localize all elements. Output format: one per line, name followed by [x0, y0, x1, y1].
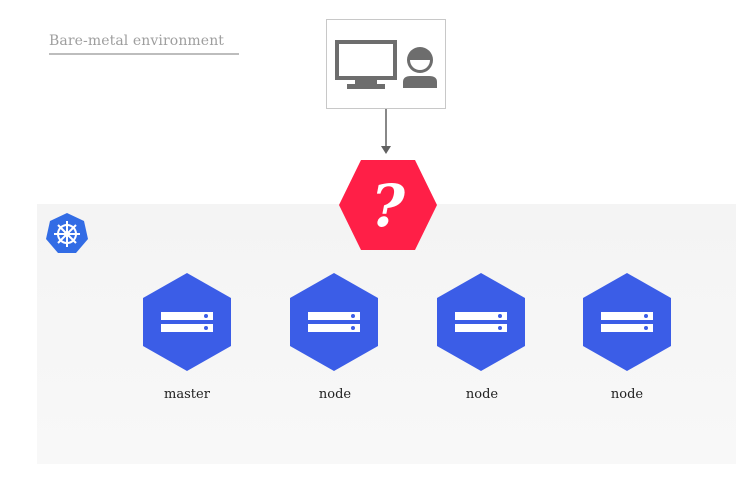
question-mark: ?: [371, 172, 406, 240]
worker-node-icon: [437, 273, 525, 371]
environment-label-underline: [49, 53, 239, 55]
node-label-master: master: [164, 387, 210, 402]
connection-arrow: [381, 109, 391, 154]
node-label: node: [610, 387, 644, 402]
master-node-icon: [143, 273, 231, 371]
environment-label: Bare-metal environment: [49, 33, 225, 49]
kubernetes-logo-icon: [46, 213, 88, 253]
worker-node-icon: [583, 273, 671, 371]
user-icon: [403, 47, 437, 88]
worker-node-icon: [290, 273, 378, 371]
node-label: node: [318, 387, 352, 402]
monitor-icon: [335, 40, 397, 89]
node-label: node: [465, 387, 499, 402]
unknown-hexagon: ?: [339, 160, 437, 250]
client-box: [326, 19, 446, 109]
unknown-hexagon-shape: [339, 160, 437, 250]
